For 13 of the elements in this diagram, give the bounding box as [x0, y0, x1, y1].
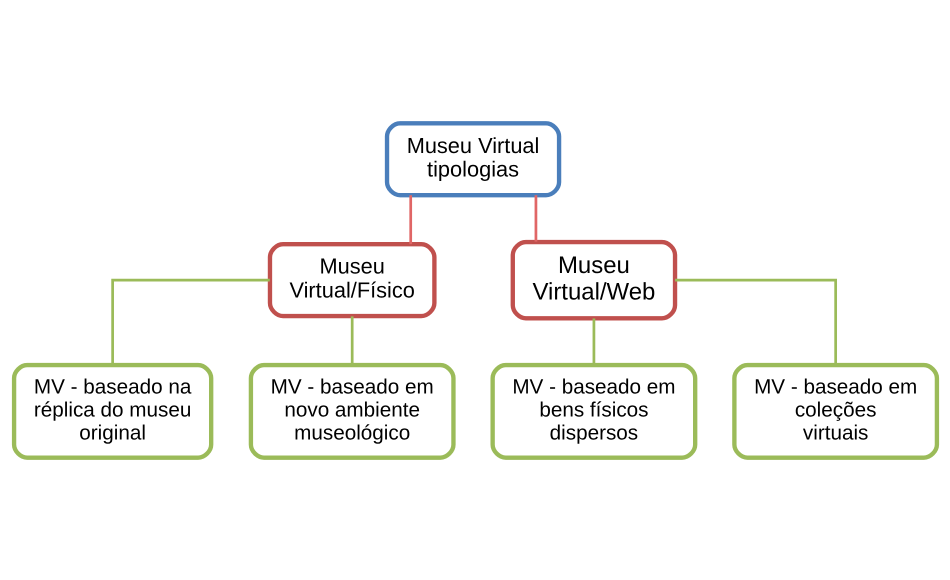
node-box: MV - baseado em coleções virtuais	[732, 362, 939, 460]
node-box: Museu Virtual tipologias	[384, 120, 561, 197]
connector	[534, 194, 537, 242]
node-box: MV - baseado em bens físicos dispersos	[490, 362, 697, 460]
node-box: Museu Virtual/Físico	[267, 242, 436, 318]
node-box: MV - baseado na réplica do museu original	[11, 362, 213, 460]
connector	[350, 316, 354, 364]
node-box: Museu Virtual/Web	[510, 239, 677, 320]
connector	[674, 278, 836, 364]
connector	[592, 318, 595, 364]
connector	[110, 278, 270, 364]
connector	[408, 194, 412, 244]
node-box: MV - baseado em novo ambiente museológico	[248, 362, 456, 460]
